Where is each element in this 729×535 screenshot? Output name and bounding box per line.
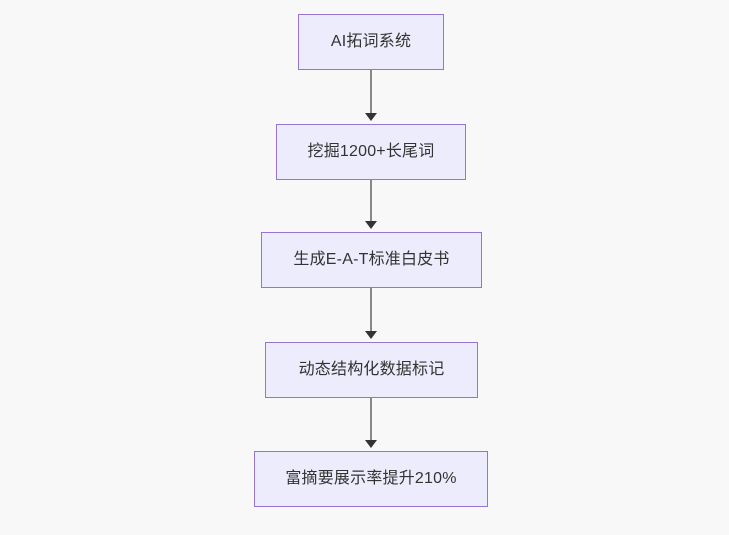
flow-edge-n4-n5: [370, 398, 372, 443]
flow-edge-n1-n2: [370, 70, 372, 116]
flow-node-generate-eat-whitepaper[interactable]: 生成E-A-T标准白皮书: [261, 232, 482, 288]
flow-node-ai-keyword-system[interactable]: AI拓词系统: [298, 14, 444, 70]
flow-node-label: 富摘要展示率提升210%: [285, 470, 457, 487]
flow-node-dynamic-structured-data-markup[interactable]: 动态结构化数据标记: [265, 342, 478, 398]
flow-arrowhead-n1-n2: [365, 113, 377, 121]
flow-node-label: 生成E-A-T标准白皮书: [293, 251, 450, 268]
flow-arrowhead-n4-n5: [365, 440, 377, 448]
flow-node-mine-longtail-keywords[interactable]: 挖掘1200+长尾词: [276, 124, 466, 180]
flow-edge-n3-n4: [370, 288, 372, 334]
flow-arrowhead-n2-n3: [365, 221, 377, 229]
flow-node-rich-snippet-impression-uplift[interactable]: 富摘要展示率提升210%: [254, 451, 488, 507]
flow-arrowhead-n3-n4: [365, 331, 377, 339]
flow-edge-n2-n3: [370, 180, 372, 224]
flow-node-label: AI拓词系统: [330, 33, 412, 50]
flow-node-label: 动态结构化数据标记: [298, 361, 445, 378]
flow-node-label: 挖掘1200+长尾词: [307, 143, 435, 160]
